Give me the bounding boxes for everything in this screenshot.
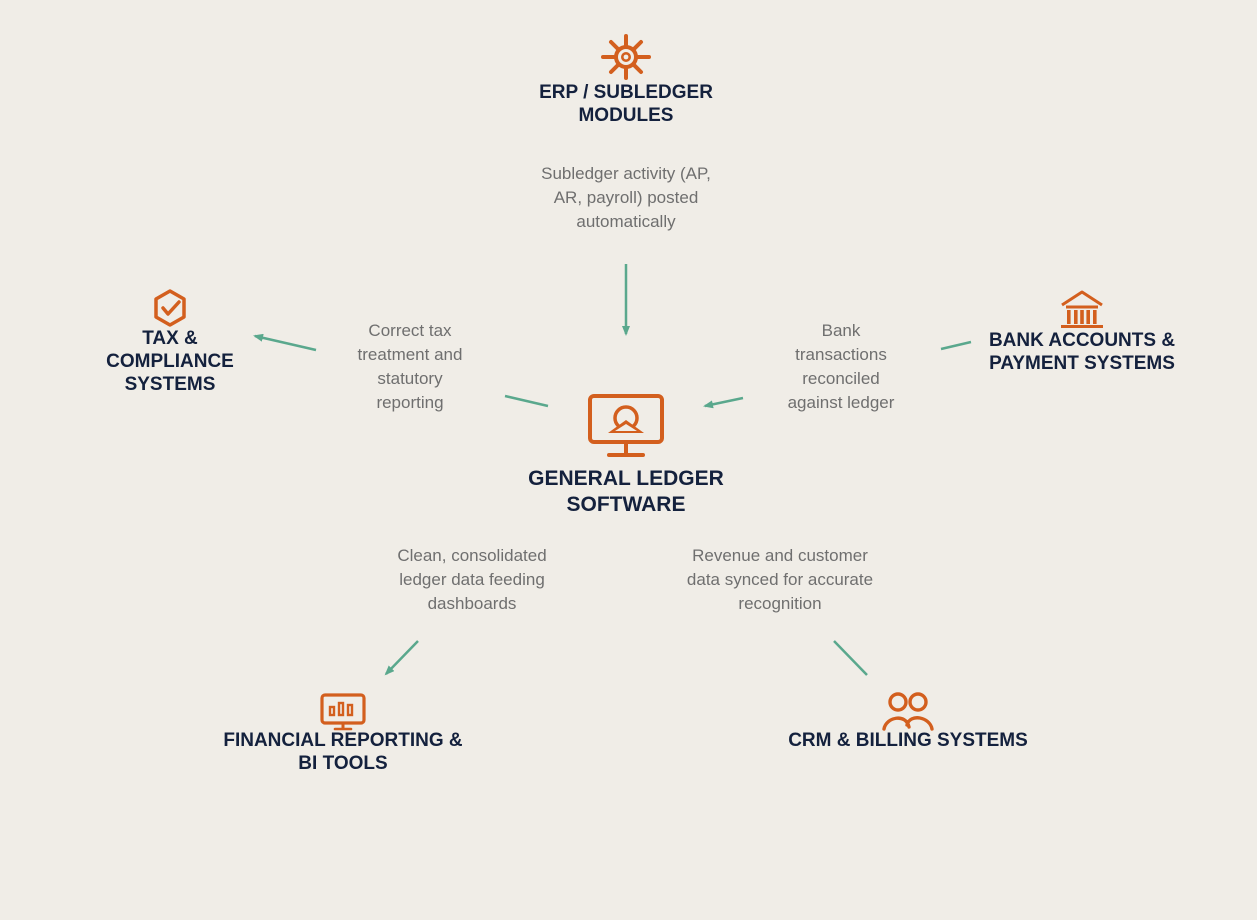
arrow-bank-to-ledger	[703, 396, 744, 409]
users-icon	[882, 692, 934, 731]
shield-check-icon	[154, 289, 186, 327]
bank-icon	[1061, 290, 1103, 328]
connector-bank-to-ledger-start	[940, 340, 972, 351]
node-crm-title: CRM & BILLING SYSTEMS	[788, 730, 1028, 751]
edge-label-tax: Correct tax treatment and statutory repo…	[357, 321, 463, 412]
monitor-icon	[588, 394, 664, 457]
connector-crm-to-ledger	[833, 640, 868, 676]
edge-label-erp: Subledger activity (AP, AR, payroll) pos…	[541, 164, 711, 231]
node-bank-title: BANK ACCOUNTS & PAYMENT SYSTEMS	[988, 330, 1176, 374]
edge-label-bank: Bank transactions reconciled against led…	[787, 321, 895, 412]
edge-label-crm: Revenue and customer data synced for acc…	[686, 546, 874, 613]
node-tax: TAX & COMPLIANCE SYSTEMS	[70, 289, 270, 396]
edge-label-reporting: Clean, consolidated ledger data feeding …	[397, 546, 547, 613]
node-general-ledger: GENERAL LEDGER SOFTWARE	[476, 393, 776, 518]
bar-chart-board-icon	[320, 693, 366, 731]
node-general-ledger-title: GENERAL LEDGER SOFTWARE	[528, 467, 724, 516]
node-crm: CRM & BILLING SYSTEMS	[758, 691, 1058, 752]
arrow-ledger-to-tax	[253, 333, 317, 352]
node-erp-title: ERP / SUBLEDGER MODULES	[539, 82, 713, 126]
arrow-ledger-to-reporting	[384, 640, 419, 676]
node-reporting-title: FINANCIAL REPORTING & BI TOOLS	[223, 730, 463, 774]
node-reporting: FINANCIAL REPORTING & BI TOOLS	[188, 693, 498, 775]
node-bank: BANK ACCOUNTS & PAYMENT SYSTEMS	[952, 289, 1212, 375]
gear-icon	[601, 34, 651, 80]
node-tax-title: TAX & COMPLIANCE SYSTEMS	[106, 328, 234, 395]
node-erp: ERP / SUBLEDGER MODULES	[476, 34, 776, 127]
connector-ledger-to-tax-start	[504, 394, 549, 408]
